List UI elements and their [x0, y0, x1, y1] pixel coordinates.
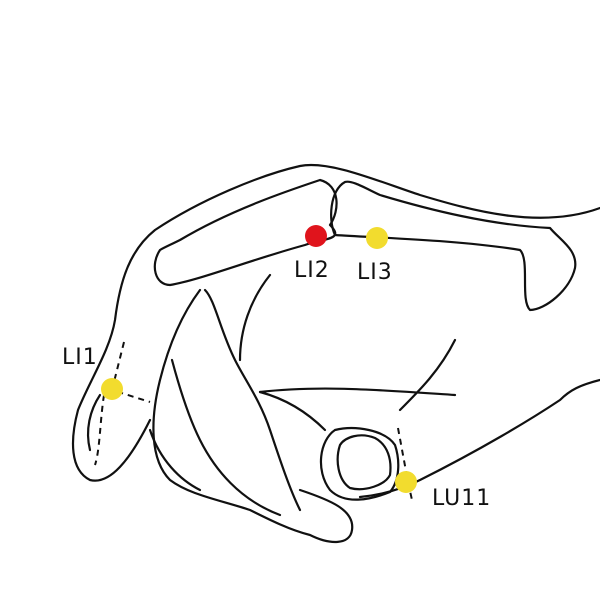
acupoint-li1[interactable] — [101, 378, 123, 400]
acupoint-lu11[interactable] — [395, 471, 417, 493]
label-li1: LI1 — [62, 345, 98, 370]
label-li3: LI3 — [357, 260, 393, 285]
acupoint-li3[interactable] — [366, 227, 388, 249]
label-li2: LI2 — [294, 258, 330, 283]
label-lu11: LU11 — [432, 486, 492, 511]
acupoint-li2[interactable] — [305, 225, 327, 247]
